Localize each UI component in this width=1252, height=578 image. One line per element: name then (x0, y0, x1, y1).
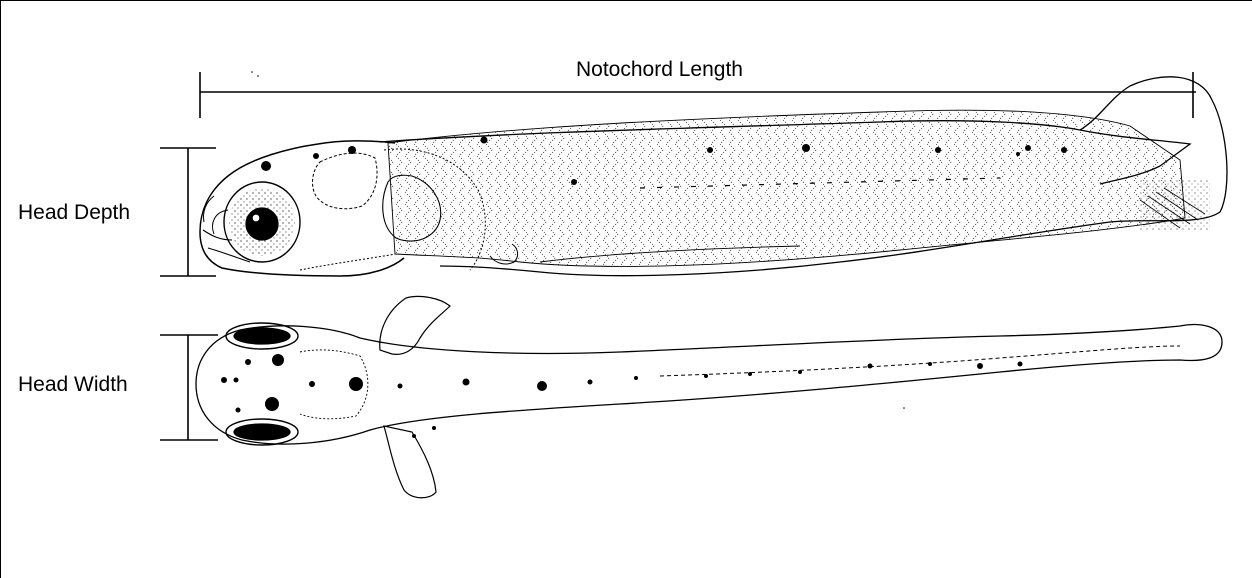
head-width-bracket (160, 335, 218, 440)
dorsal-pectoral-fin-bottom (384, 426, 436, 498)
lateral-view-larva (200, 77, 1227, 276)
dorsal-view-larva (196, 296, 1222, 497)
head-depth-label: Head Depth (18, 201, 130, 225)
head-width-label: Head Width (18, 373, 128, 397)
notochord-length-label: Notochord Length (576, 58, 743, 82)
dorsal-pectoral-fin-top (380, 296, 450, 354)
